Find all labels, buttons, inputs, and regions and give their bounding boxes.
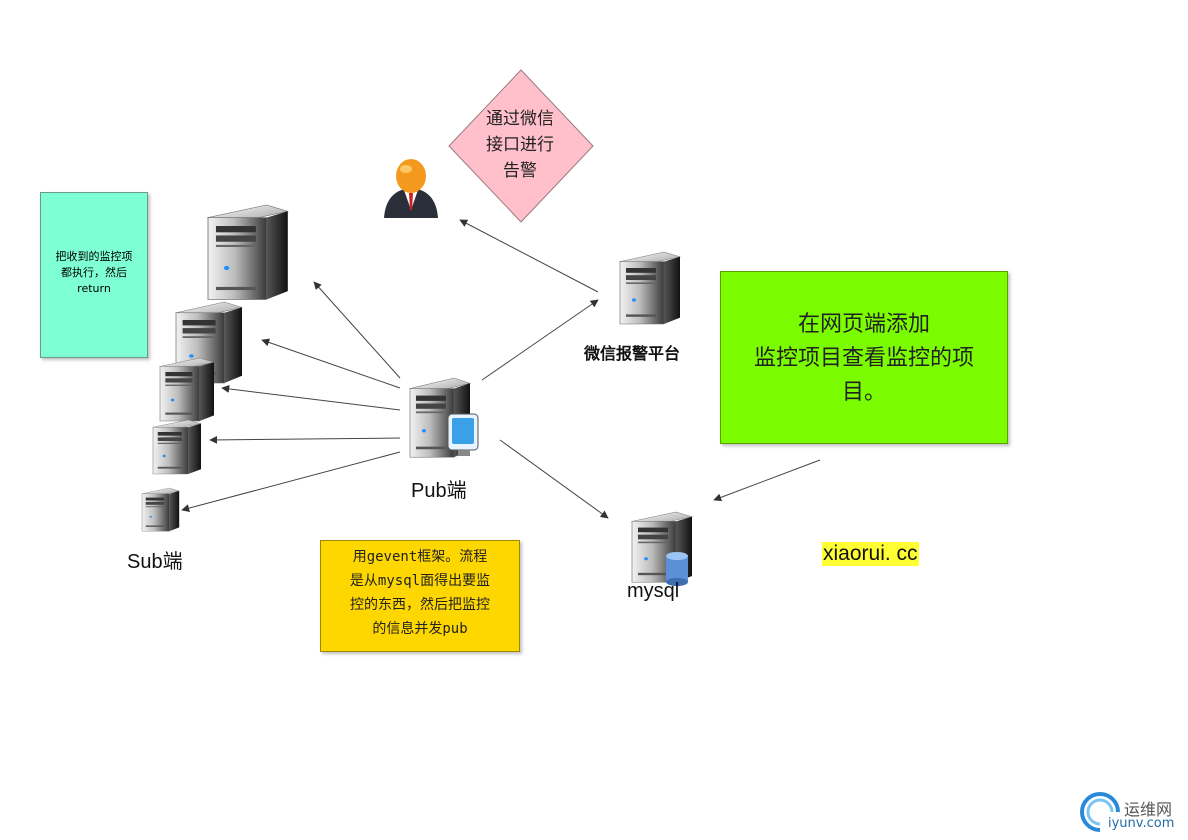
sub-server-1-icon	[207, 204, 289, 301]
arrow-pub-to-sub4	[209, 435, 401, 444]
diamond-line-2: 接口进行	[486, 135, 554, 155]
pub-note-line-2: 是从mysql面得出要监	[349, 573, 491, 589]
sub-label: Sub端	[127, 551, 183, 573]
sub-note: 把收到的监控项 都执行，然后 return	[40, 192, 148, 358]
sub-note-line-2: 都执行，然后	[61, 266, 127, 279]
pub-note-line-3: 控的东西，然后把监控	[350, 597, 490, 613]
alert-diamond-text: 通过微信 接口进行 告警	[455, 106, 585, 184]
sub-note-line-3: return	[77, 282, 111, 295]
logo-cn-text: 运维网	[1124, 800, 1173, 819]
user-avatar-icon	[384, 159, 438, 218]
arrow-pub-to-sub5	[181, 451, 401, 513]
sub-server-5-icon	[141, 487, 180, 532]
arrow-pub-to-mysql	[499, 439, 609, 519]
wechat-server-icon	[619, 251, 681, 325]
pub-note-line-1: 用gevent框架。流程	[352, 549, 488, 565]
web-note-line-3: 目。	[841, 380, 886, 405]
sub-note-line-1: 把收到的监控项	[55, 250, 133, 263]
database-icon	[666, 552, 688, 586]
monitor-icon	[447, 413, 479, 456]
alert-diamond	[448, 69, 594, 223]
arrow-pub-to-sub2	[261, 338, 401, 389]
pub-label: Pub端	[411, 480, 467, 502]
wechat-platform-label: 微信报警平台	[584, 344, 681, 363]
arrow-wechat-to-user	[459, 219, 599, 293]
mysql-label: mysql	[627, 580, 680, 602]
web-note-line-1: 在网页端添加	[797, 312, 930, 337]
diamond-line-3: 告警	[503, 161, 537, 181]
sub-server-4-icon	[152, 419, 202, 475]
sub-server-3-icon	[159, 357, 215, 422]
arrow-pub-to-sub3	[221, 384, 401, 411]
site-watermark: xiaorui. cc	[822, 542, 919, 566]
web-note: 在网页端添加 监控项目查看监控的项 目。	[720, 271, 1008, 444]
arrow-pub-to-wechat	[481, 299, 599, 381]
arrow-pub-to-sub1	[313, 281, 401, 379]
logo-url-text: iyunv.com	[1108, 816, 1175, 831]
web-note-line-2: 监控项目查看监控的项	[753, 346, 974, 371]
iyunv-logo-icon	[1080, 792, 1120, 832]
pub-note-line-4: 的信息并发pub	[372, 621, 468, 637]
pub-note: 用gevent框架。流程 是从mysql面得出要监 控的东西，然后把监控 的信息…	[320, 540, 520, 652]
diamond-line-1: 通过微信	[486, 109, 554, 129]
arrow-web-to-mysql	[713, 459, 821, 502]
